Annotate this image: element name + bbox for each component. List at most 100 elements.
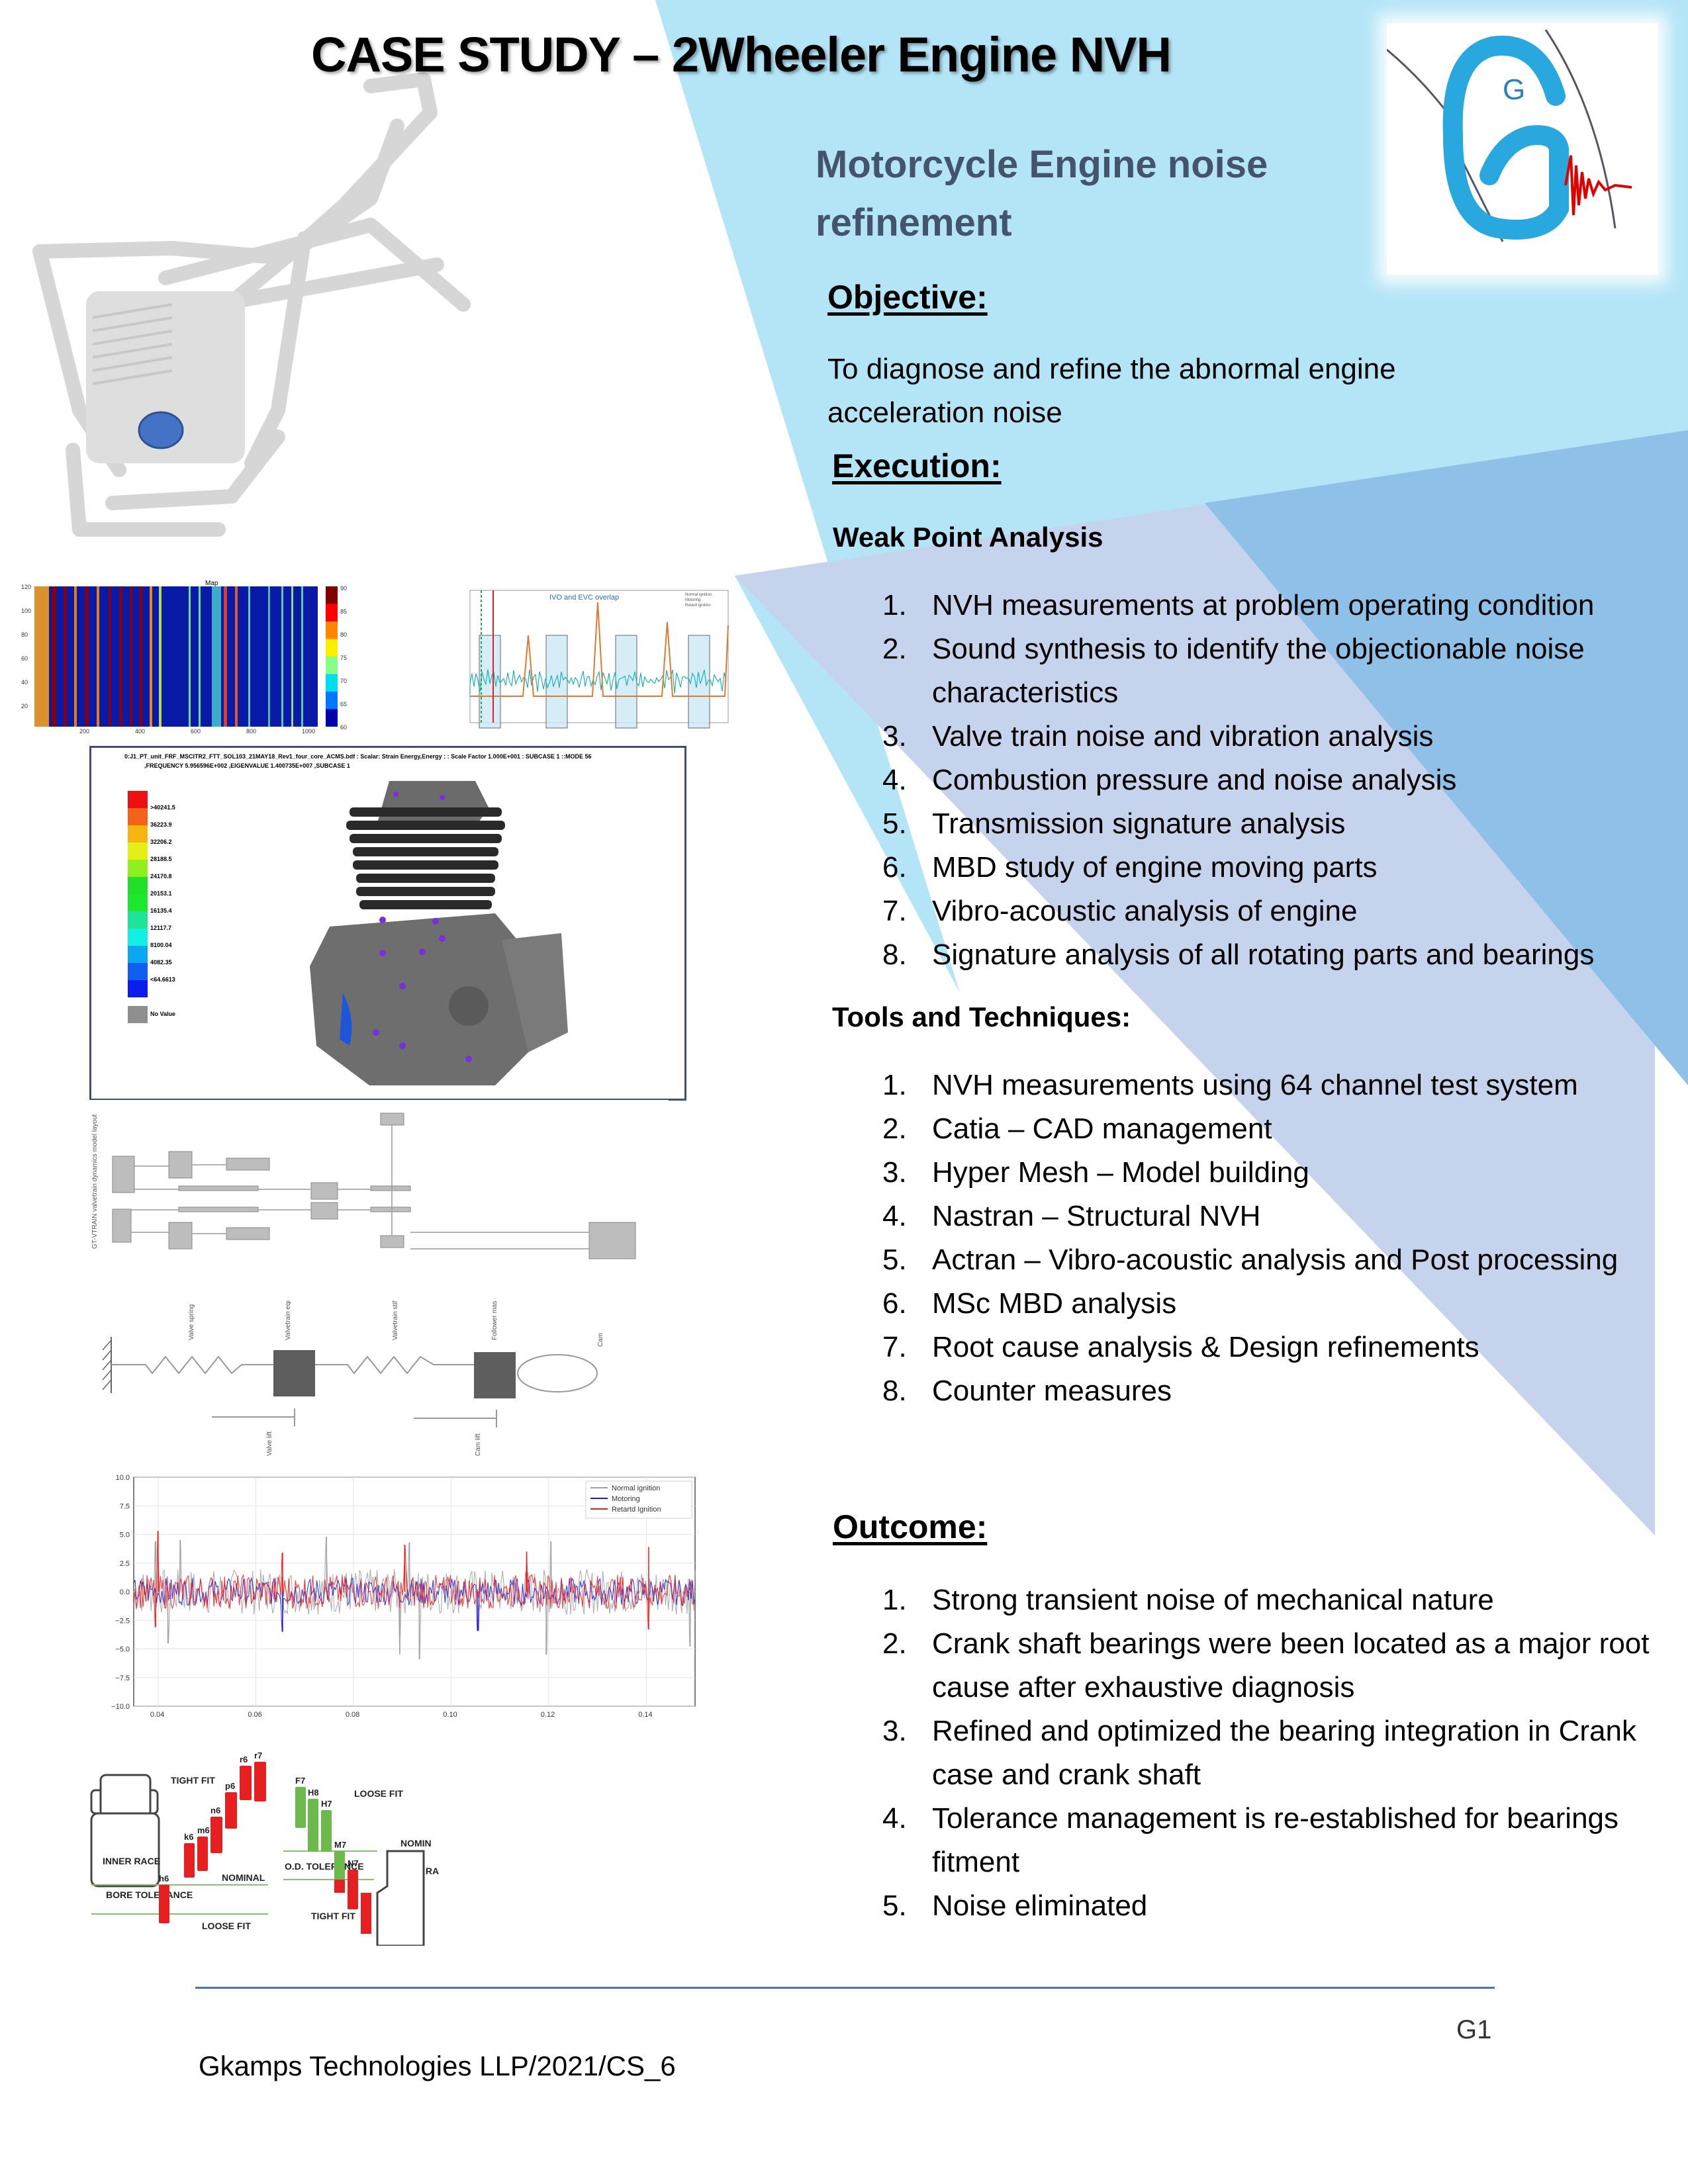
colorbar-segment xyxy=(326,657,338,674)
shaft-fit-label: m6 xyxy=(197,1825,210,1835)
y-tick: 120 xyxy=(21,584,31,590)
legend-swatch xyxy=(128,946,148,963)
label-valve-spring: Valve spring xyxy=(188,1304,195,1340)
x-tick-label: 0.12 xyxy=(541,1711,555,1719)
y-tick-label: 7.5 xyxy=(120,1502,130,1510)
legend-value: 32206.2 xyxy=(150,839,172,845)
y-tick: 40 xyxy=(21,679,28,686)
spectrogram-band xyxy=(52,586,56,727)
inner-race-label: INNER RACE xyxy=(103,1856,160,1866)
weak-point-heading: Weak Point Analysis xyxy=(833,522,1103,553)
colorbar-segment xyxy=(326,621,338,639)
y-tick: 60 xyxy=(21,655,28,662)
shaft-fit-bar xyxy=(184,1843,195,1878)
company-logo: G xyxy=(1387,23,1658,275)
housing-fit-bar xyxy=(321,1810,332,1852)
loose-fit-label-2: LOOSE FIT xyxy=(354,1788,403,1799)
list-item: 1.NVH measurements at problem operating … xyxy=(882,584,1664,627)
colorbar-tick: 70 xyxy=(340,678,347,684)
y-tick-label: 5.0 xyxy=(120,1531,130,1539)
y-tick: 80 xyxy=(21,631,28,638)
list-item: 6.MBD study of engine moving parts xyxy=(882,846,1664,889)
colorbar-tick: 75 xyxy=(340,655,347,661)
spectrogram-band xyxy=(64,586,67,727)
colorbar-segment xyxy=(326,709,338,727)
legend-normal: Normal ignition xyxy=(685,593,712,597)
overlap-annotation: IVO and EVC overlap xyxy=(549,594,619,602)
y-tick-label: −2.5 xyxy=(115,1617,130,1625)
shaft-fit-label: r6 xyxy=(240,1754,248,1764)
list-item: 4.Combustion pressure and noise analysis xyxy=(882,758,1664,802)
nominal-clip-label: NOMIN xyxy=(400,1838,432,1848)
fe-strain-energy-figure: 0:J1_PT_unit_FRF_MSCITR2_FTT_SOL103_21MA… xyxy=(89,746,686,1101)
shaft-fit-label: p6 xyxy=(225,1781,235,1791)
housing-fit-label: M7 xyxy=(334,1840,346,1850)
valve-overlap-figure: IVO and EVC overlap Normal ignition Moto… xyxy=(457,582,731,731)
page-label: G1 xyxy=(1456,2015,1491,2045)
valvetrain-model-figure: GT-VTRAIN valvetrain dynamics model layo… xyxy=(86,1100,669,1298)
list-item: 8.Signature analysis of all rotating par… xyxy=(882,933,1664,977)
label-cam-lift: Cam lift xyxy=(475,1433,482,1456)
page-title: CASE STUDY – 2Wheeler Engine NVH xyxy=(311,26,1171,83)
logo-waveform xyxy=(1566,156,1632,215)
legend-value: 4082.35 xyxy=(150,959,172,966)
y-tick: 20 xyxy=(21,703,28,709)
colorbar-tick: 60 xyxy=(340,724,347,731)
x-tick: 800 xyxy=(246,728,256,735)
colorbar-segment xyxy=(326,639,338,657)
legend-swatch xyxy=(128,963,148,980)
list-item: 8.Counter measures xyxy=(882,1369,1677,1413)
bearing-tolerance-figure: INNER RACE BORE TOLERANCE TIGHT FIT LOOS… xyxy=(86,1727,682,1946)
valvetrain-model-title: GT-VTRAIN valvetrain dynamics model layo… xyxy=(91,1114,99,1249)
housing-fit-label: N7 xyxy=(348,1858,359,1868)
tools-list: 1.NVH measurements using 64 channel test… xyxy=(882,1064,1677,1413)
list-item: 2.Crank shaft bearings were been located… xyxy=(882,1622,1664,1709)
legend-no-value-label: No Value xyxy=(150,1011,175,1017)
label-valve-lift: Valve lift xyxy=(266,1432,273,1456)
legend-motoring: Motoring xyxy=(685,598,700,602)
outcome-list: 1.Strong transient noise of mechanical n… xyxy=(882,1578,1664,1928)
list-item: 3.Refined and optimized the bearing inte… xyxy=(882,1709,1664,1797)
colorbar-tick: 80 xyxy=(340,631,347,638)
y-tick-label: −7.5 xyxy=(115,1674,130,1682)
spectrogram-band xyxy=(34,586,49,727)
legend-value: >40241.5 xyxy=(150,804,175,811)
shaft-fit-label: r7 xyxy=(254,1751,262,1760)
spectrogram-band xyxy=(74,586,77,727)
page-subtitle: Motorcycle Engine noise refinement xyxy=(816,136,1345,252)
overlap-window xyxy=(688,635,710,728)
label-valvetrain-mass: Valvetrain equivalent mass xyxy=(285,1300,292,1340)
bore-tolerance-label: BORE TOLERANCE xyxy=(106,1889,193,1900)
shaft-fit-label: n6 xyxy=(211,1805,220,1815)
y-tick-label: 0.0 xyxy=(120,1588,130,1596)
spectrogram-figure: Map 908580757065602004006008001000120100… xyxy=(20,576,444,735)
y-tick-label: 2.5 xyxy=(120,1560,130,1568)
fe-header-line1: 0:J1_PT_unit_FRF_MSCITR2_FTT_SOL103_21MA… xyxy=(124,753,592,760)
list-item: 7.Vibro-acoustic analysis of engine xyxy=(882,889,1664,933)
objective-text: To diagnose and refine the abnormal engi… xyxy=(827,347,1489,435)
x-tick-label: 0.08 xyxy=(346,1711,359,1719)
legend-value: <64.6613 xyxy=(150,976,175,983)
x-tick: 600 xyxy=(191,728,201,735)
legend-swatch xyxy=(128,877,148,894)
housing-fit-label: H8 xyxy=(308,1788,319,1797)
spring-mass-model-figure: Valve spring Valvetrain equivalent mass … xyxy=(86,1300,655,1459)
engine-mesh-render xyxy=(277,768,608,1092)
legend-value: 8100.04 xyxy=(150,942,172,948)
colorbar-tick: 65 xyxy=(340,701,347,707)
spectrogram-band xyxy=(159,586,162,727)
follower-mass-block xyxy=(474,1352,516,1398)
colorbar-segment xyxy=(326,586,338,604)
legend-swatch xyxy=(128,791,148,808)
spectrogram-band xyxy=(212,586,221,727)
ignition-comparison-chart: 0.040.060.080.100.120.1410.07.55.02.50.0… xyxy=(93,1463,702,1721)
shaft-fit-bar xyxy=(225,1792,237,1829)
shaft-fit-bar xyxy=(159,1885,169,1923)
y-tick: 100 xyxy=(21,608,31,614)
spectrogram-band xyxy=(130,586,132,727)
y-tick-label: −10.0 xyxy=(111,1703,130,1711)
legend-swatch xyxy=(128,825,148,842)
spectrogram-band xyxy=(281,586,283,727)
list-item: 4.Tolerance management is re-established… xyxy=(882,1797,1664,1884)
legend-no-value-swatch xyxy=(128,1006,148,1023)
